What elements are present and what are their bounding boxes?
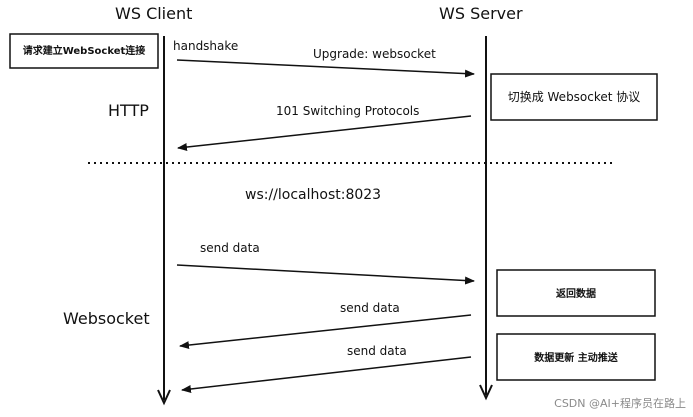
server-return-box	[496, 269, 656, 317]
server-lifeline-arrow	[479, 384, 493, 401]
server-push-label: 数据更新 主动推送	[534, 351, 618, 364]
client-request-label: 请求建立WebSocket连接	[23, 44, 146, 57]
server-push-box	[496, 333, 656, 381]
http-phase-label: HTTP	[108, 101, 149, 120]
send-data-arrow-1	[176, 264, 475, 285]
client-lifeline-arrow	[157, 389, 171, 406]
handshake-arrow	[176, 59, 475, 78]
send-data-arrow-3	[181, 356, 472, 393]
handshake-label: handshake	[173, 39, 238, 53]
client-request-box	[9, 33, 159, 69]
send-data-label-3: send data	[347, 344, 407, 358]
switching-arrow	[177, 115, 472, 151]
server-switch-box	[490, 73, 658, 121]
send-data-arrow-2	[179, 314, 472, 350]
csdn-watermark: CSDN @AI+程序员在路上	[554, 396, 686, 410]
send-data-label-2: send data	[340, 301, 400, 315]
upgrade-label: Upgrade: websocket	[313, 47, 436, 61]
send-data-label-1: send data	[200, 241, 260, 255]
client-heading: WS Client	[115, 4, 192, 23]
websocket-phase-label: Websocket	[63, 309, 150, 328]
server-switch-label: 切换成 Websocket 协议	[508, 89, 641, 104]
switching-label: 101 Switching Protocols	[276, 104, 419, 118]
server-heading: WS Server	[439, 4, 523, 23]
websocket-url: ws://localhost:8023	[245, 187, 381, 203]
server-return-label: 返回数据	[556, 287, 596, 300]
